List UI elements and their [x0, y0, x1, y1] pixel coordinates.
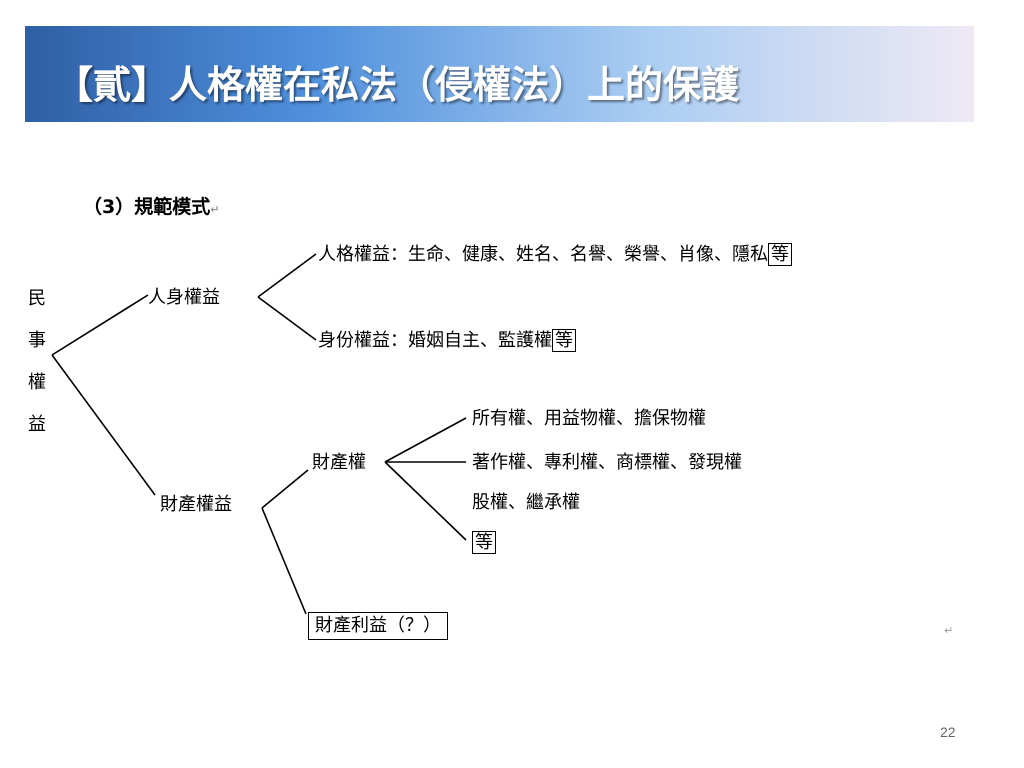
- section-heading-text: （3）規範模式: [83, 196, 211, 218]
- root-char-4: 益: [28, 414, 46, 435]
- status-etc-box: 等: [552, 329, 576, 352]
- property-rights-label: 財產權益: [160, 494, 232, 515]
- property-item-2: 著作權、專利權、商標權、發現權: [472, 452, 742, 473]
- page-number: 22: [940, 724, 956, 740]
- line-personal-personality: [257, 253, 317, 298]
- section-heading: （3）規範模式↵: [83, 196, 219, 221]
- property-etc-line: 等: [472, 531, 496, 554]
- line-root-personal: [51, 294, 149, 356]
- property-interest-box: 財產利益（？）: [308, 612, 448, 640]
- property-etc-box: 等: [472, 531, 496, 554]
- line-branch-1: [384, 417, 467, 463]
- title-bar: 【貳】人格權在私法（侵權法）上的保護: [25, 26, 974, 122]
- property-item-3: 股權、繼承權: [472, 492, 580, 513]
- root-char-1: 民: [28, 288, 46, 309]
- slide-title: 【貳】人格權在私法（侵權法）上的保護: [55, 62, 740, 107]
- line-personal-status: [257, 296, 317, 341]
- root-char-2: 事: [28, 330, 46, 351]
- property-right-label: 財產權: [312, 452, 366, 473]
- personality-rights-text: 人格權益：生命、健康、姓名、名譽、榮譽、肖像、隱私: [318, 244, 768, 265]
- status-rights-text: 身份權益：婚姻自主、監護權: [318, 330, 552, 351]
- personal-rights-label: 人身權益: [148, 287, 220, 308]
- line-property-interest: [261, 507, 307, 615]
- personality-etc-box: 等: [768, 243, 792, 266]
- status-rights-line: 身份權益：婚姻自主、監護權等: [318, 329, 576, 352]
- root-char-3: 權: [28, 372, 46, 393]
- paragraph-mark-end: ↵: [944, 624, 954, 637]
- line-branch-4: [384, 461, 467, 541]
- line-root-property: [51, 354, 156, 496]
- property-item-1: 所有權、用益物權、擔保物權: [472, 408, 706, 429]
- paragraph-mark: ↵: [210, 203, 220, 216]
- line-property-right: [261, 469, 309, 509]
- personality-rights-line: 人格權益：生命、健康、姓名、名譽、榮譽、肖像、隱私等: [318, 243, 792, 266]
